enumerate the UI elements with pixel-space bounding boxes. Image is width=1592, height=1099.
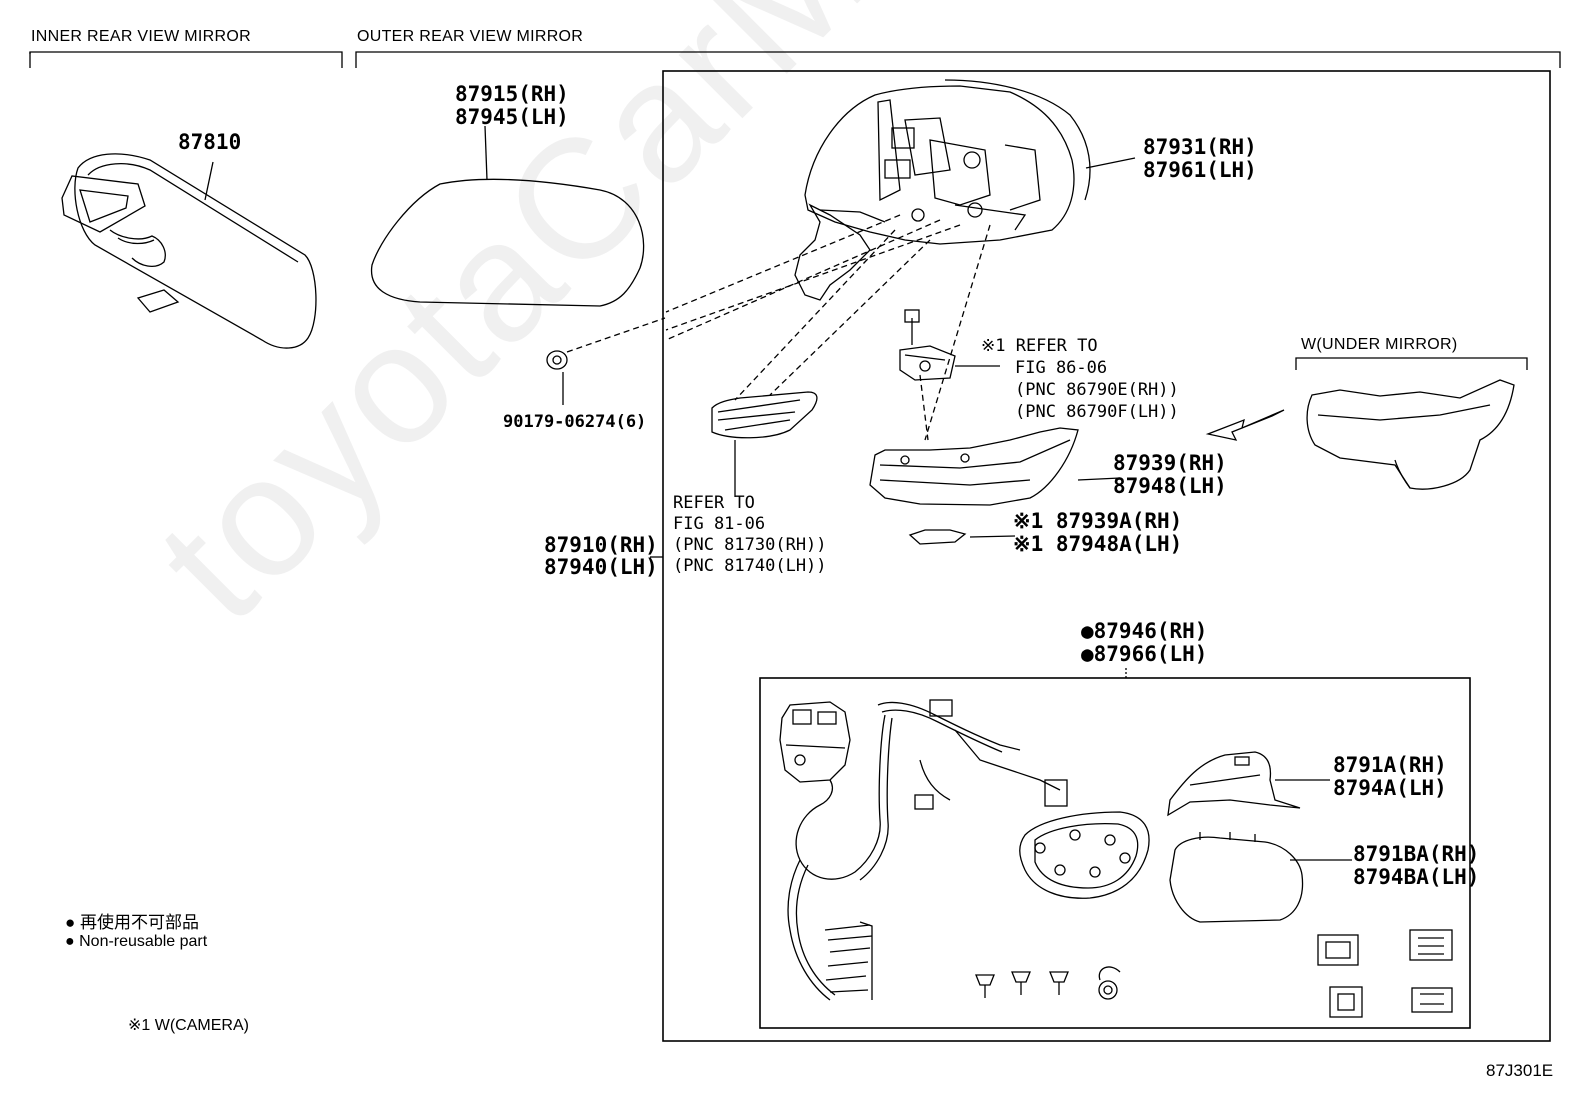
part-87915-label[interactable]: 87915(RH) <box>455 82 569 106</box>
part-87948A-label[interactable]: ※1 87948A(LH) <box>1013 532 1183 556</box>
part-87939A-label[interactable]: ※1 87939A(RH) <box>1013 509 1183 533</box>
refer-fig86-note: ※1 REFER TO <box>981 336 1098 356</box>
part-8791A-label[interactable]: 8791A(RH) <box>1333 753 1447 777</box>
refer-fig81-note: REFER TO <box>673 493 755 513</box>
part-87966-label[interactable]: ●87966(LH) <box>1081 642 1208 666</box>
diagram-code: 87J301E <box>1486 1061 1554 1080</box>
part-87948-label[interactable]: 87948(LH) <box>1113 474 1227 498</box>
part-87931-label[interactable]: 87931(RH) <box>1143 135 1257 159</box>
part-87946-label[interactable]: ●87946(RH) <box>1081 619 1208 643</box>
part-87961-label[interactable]: 87961(LH) <box>1143 158 1257 182</box>
pnc81740-note: (PNC 81740(LH)) <box>673 556 827 576</box>
legend-en: ● Non-reusable part <box>65 933 208 950</box>
fig86-note: FIG 86-06 <box>1015 358 1108 378</box>
part-87940-label[interactable]: 87940(LH) <box>544 555 658 579</box>
pnc86790f-note: (PNC 86790F(LH)) <box>1015 402 1179 422</box>
inner-mirror-header: INNER REAR VIEW MIRROR <box>31 28 251 45</box>
part-8791BA-label[interactable]: 8791BA(RH) <box>1353 842 1480 866</box>
part-8794BA-label[interactable]: 8794BA(LH) <box>1353 865 1480 889</box>
part-87810-label[interactable]: 87810 <box>178 130 242 154</box>
part-87945-label[interactable]: 87945(LH) <box>455 105 569 129</box>
pnc86790e-note: (PNC 86790E(RH)) <box>1015 380 1179 400</box>
part-8794A-label[interactable]: 8794A(LH) <box>1333 776 1447 800</box>
fig81-note: FIG 81-06 <box>673 514 766 534</box>
pnc81730-note: (PNC 81730(RH)) <box>673 535 827 555</box>
legend-jp: ● 再使用不可部品 <box>65 913 199 932</box>
part-87910-label[interactable]: 87910(RH) <box>544 533 658 557</box>
part-87939-label[interactable]: 87939(RH) <box>1113 451 1227 475</box>
outer-mirror-header: OUTER REAR VIEW MIRROR <box>357 28 584 45</box>
under-mirror-header: W(UNDER MIRROR) <box>1301 336 1458 353</box>
part-90179-label[interactable]: 90179-06274(6) <box>503 412 647 432</box>
legend-camera: ※1 W(CAMERA) <box>128 1017 249 1034</box>
